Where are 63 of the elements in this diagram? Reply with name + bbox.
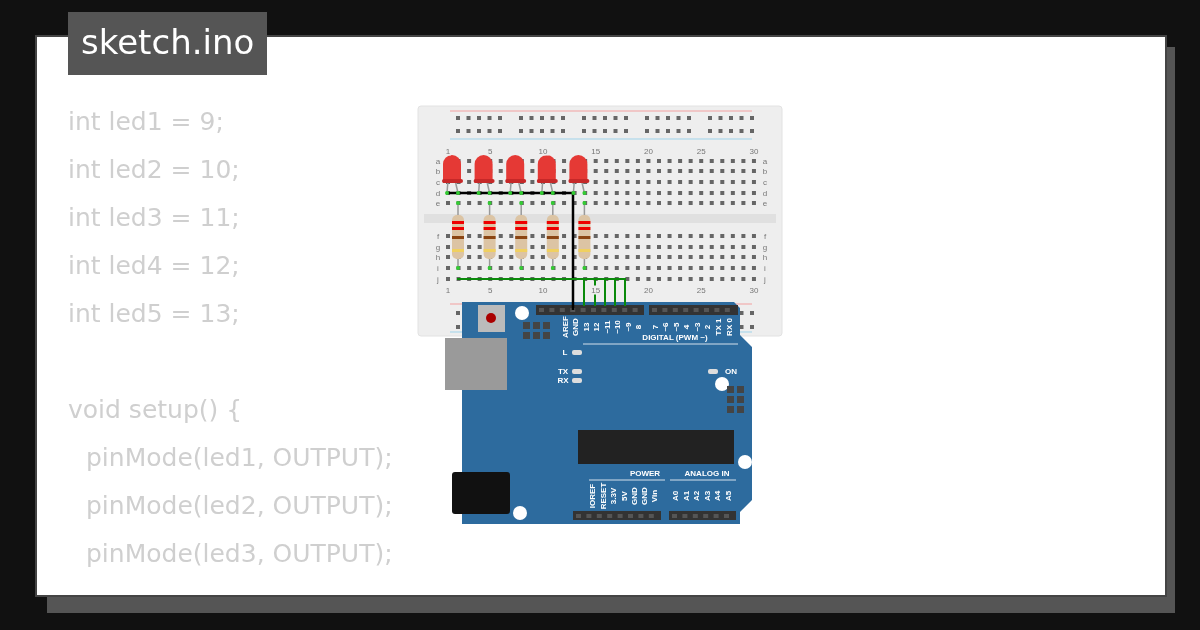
pin-label: RX xyxy=(557,375,569,385)
pin-label: RESET xyxy=(598,482,608,510)
pin-label: 12 xyxy=(591,322,601,332)
pin-label: ~6 xyxy=(660,322,670,332)
breadboard-label: 20 xyxy=(643,146,654,156)
breadboard-label: 30 xyxy=(748,285,760,295)
breadboard-label: f xyxy=(435,231,441,241)
breadboard-label: h xyxy=(761,252,769,262)
pin-label: A1 xyxy=(681,490,690,502)
file-tab: sketch.ino xyxy=(68,12,268,75)
breadboard-label: i xyxy=(436,263,440,273)
pin-label: RX 0 xyxy=(724,318,734,336)
breadboard-label: d xyxy=(434,188,442,198)
breadboard-label: b xyxy=(761,166,769,176)
pin-label: ~9 xyxy=(623,322,633,332)
breadboard-label: 10 xyxy=(537,285,549,295)
breadboard-label: 5 xyxy=(486,285,494,295)
pin-label: 7 xyxy=(650,324,660,330)
breadboard-label: 1 xyxy=(444,146,452,156)
pin-label: GND xyxy=(629,487,639,505)
breadboard-label: b xyxy=(434,166,442,176)
pin-label: A4 xyxy=(712,490,722,502)
breadboard-label: j xyxy=(436,274,440,284)
pin-label: ~3 xyxy=(692,322,702,332)
breadboard-label: 15 xyxy=(590,285,602,295)
breadboard-label: 5 xyxy=(486,146,494,156)
breadboard-label: 1 xyxy=(444,285,452,295)
pin-label: 3.3V xyxy=(608,487,618,505)
header-label: POWER xyxy=(629,468,661,478)
breadboard-label: i xyxy=(763,263,767,273)
pin-label: 2 xyxy=(702,324,712,330)
pin-label: TX xyxy=(557,366,569,376)
pin-label: A3 xyxy=(702,490,711,502)
breadboard-label: 15 xyxy=(590,146,602,156)
pin-label: A5 xyxy=(723,490,732,502)
breadboard-label: h xyxy=(434,252,442,262)
pin-label: GND xyxy=(570,318,580,336)
pin-label: 5V xyxy=(619,491,629,501)
breadboard-label: j xyxy=(763,274,767,284)
pin-label: IOREF xyxy=(587,483,597,509)
pin-label: ~11 xyxy=(602,320,612,334)
header-label: ANALOG IN xyxy=(684,468,730,478)
breadboard-label: f xyxy=(762,231,768,241)
pin-label: ~5 xyxy=(671,322,681,332)
pin-label: L xyxy=(562,347,568,357)
pin-label: AREF xyxy=(560,316,570,338)
pin-label: GND xyxy=(639,487,649,505)
breadboard-label: 25 xyxy=(695,146,707,156)
header-label: DIGITAL (PWM ~) xyxy=(642,332,708,342)
breadboard-label: d xyxy=(761,188,769,198)
breadboard-label: 20 xyxy=(643,285,654,295)
pin-label: 13 xyxy=(581,322,591,332)
pin-label: 4 xyxy=(681,324,691,330)
breadboard-label: 10 xyxy=(537,146,549,156)
breadboard-label: 30 xyxy=(748,146,760,156)
pin-label: 8 xyxy=(633,324,643,330)
pin-label: A2 xyxy=(691,490,701,502)
pin-label: ON xyxy=(725,366,737,376)
pin-label: ~10 xyxy=(612,320,622,334)
breadboard-label: 25 xyxy=(695,285,707,295)
pin-label: A0 xyxy=(670,490,680,502)
pin-label: Vin xyxy=(649,489,659,503)
pin-label: TX 1 xyxy=(713,318,723,336)
